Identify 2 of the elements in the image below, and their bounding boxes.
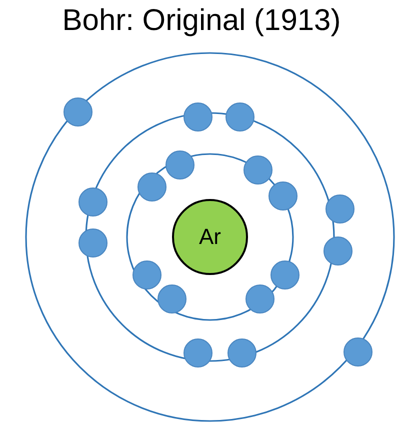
diagram-title: Bohr: Original (1913) [61,3,342,39]
element-symbol: Ar [199,226,221,248]
